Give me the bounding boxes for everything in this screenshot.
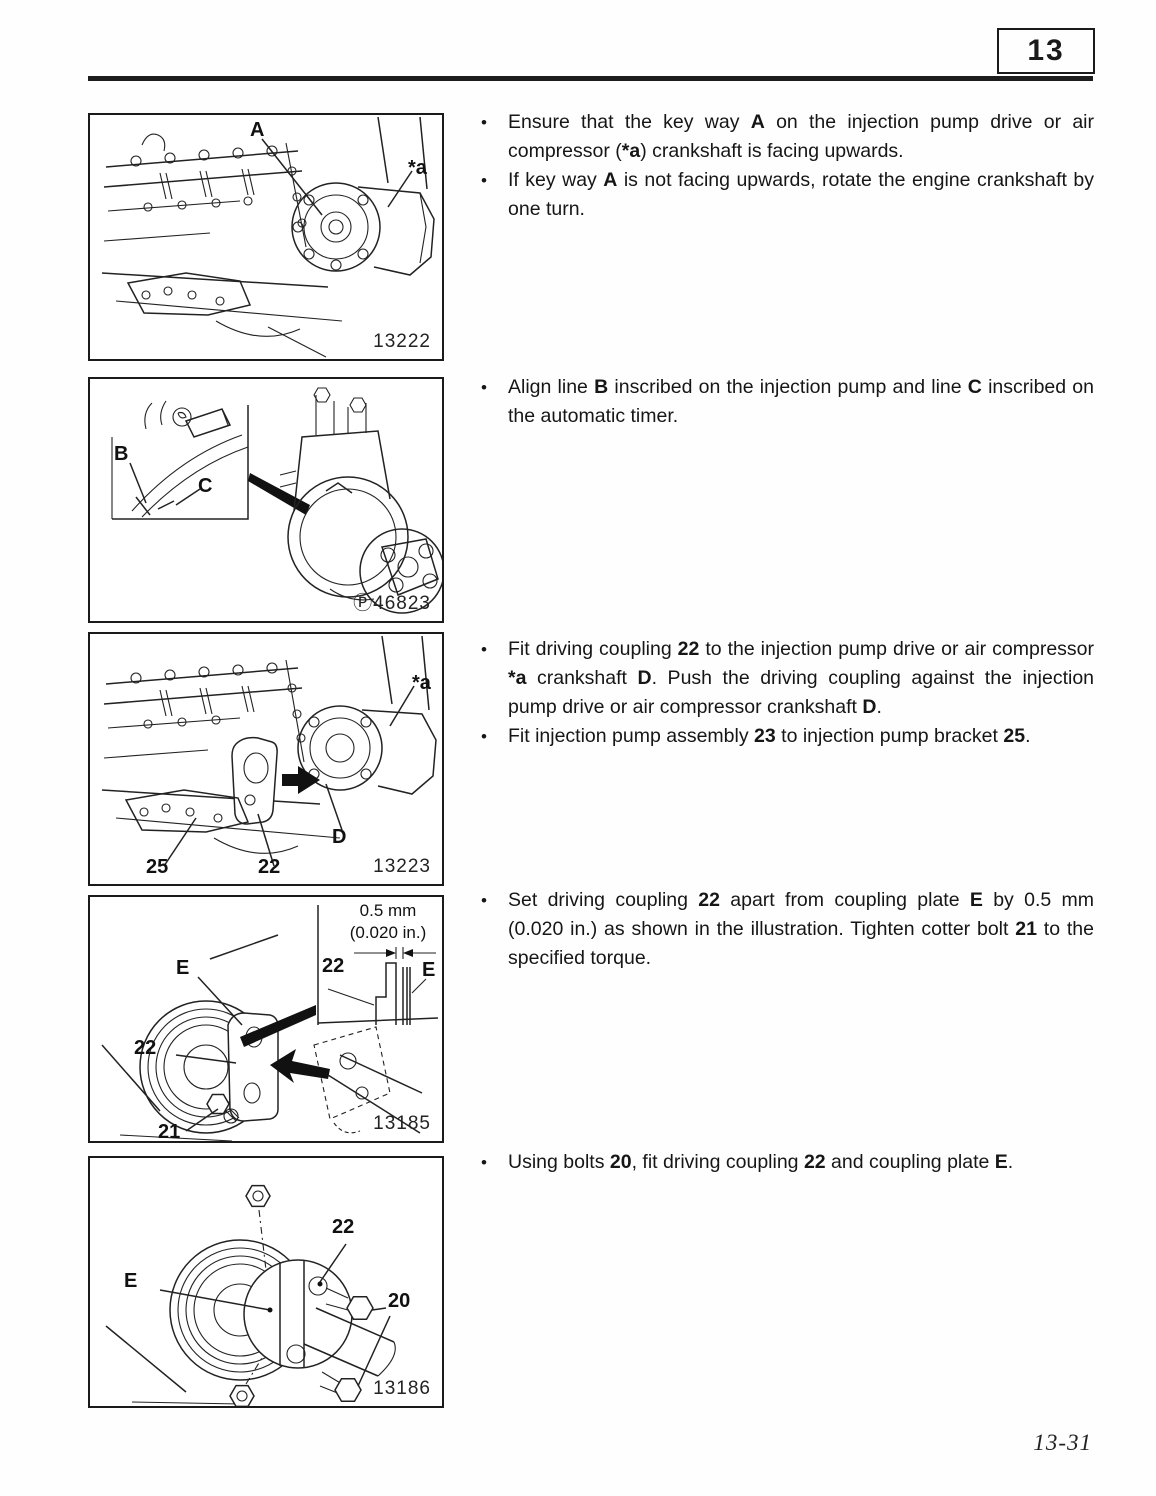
page-number: 13-31	[1033, 1430, 1092, 1455]
bullet-text: Set driving coupling 22 apart from coupl…	[508, 889, 1094, 969]
instruction-block-keyway: • Ensure that the key way A on the inject…	[481, 108, 1094, 224]
figure-number: 13186	[373, 1378, 431, 1399]
bullet-item: • Fit injection pump assembly 23 to injec…	[481, 722, 1094, 751]
bullet-marker: •	[481, 727, 487, 746]
bullet-text: Fit injection pump assembly 23 to inject…	[508, 725, 1031, 747]
callout-25: 25	[146, 856, 169, 878]
callout-22: 22	[332, 1216, 355, 1238]
figure-box-13186: 22 E 20 13186	[88, 1156, 444, 1408]
driving-coupling-fit-illustration	[101, 635, 437, 867]
figure-box-46823: B C Ⓟ46823	[88, 377, 444, 623]
figure-number: 13185	[373, 1113, 431, 1134]
coupling-bolts-illustration	[105, 1184, 396, 1406]
callout-gap-mm: 0.5 mm	[359, 901, 417, 920]
callout-E: E	[124, 1270, 138, 1292]
engine-keyway-illustration	[101, 116, 435, 358]
bullet-item: • Using bolts 20, fit driving coupling 22…	[481, 1148, 1094, 1177]
bullet-item: • Fit driving coupling 22 to the injectio…	[481, 635, 1094, 722]
callout-E: E	[176, 957, 190, 979]
callout-B: B	[114, 443, 129, 465]
instruction-block-bolts: • Using bolts 20, fit driving coupling 22…	[481, 1148, 1094, 1177]
callout-C: C	[198, 475, 213, 497]
chapter-tab: 13	[997, 28, 1095, 74]
bullet-item: • Align line B inscribed on the injection…	[481, 373, 1094, 431]
callout-star-a: *a	[408, 157, 427, 179]
figure-box-13223: *a D 25 22 13223	[88, 632, 444, 886]
figure-box-13222: A *a 13222	[88, 113, 444, 361]
callout-E-inset: E	[422, 959, 436, 981]
bullet-marker: •	[481, 1153, 487, 1172]
timer-line-alignment-illustration	[111, 387, 442, 614]
figure-number: Ⓟ46823	[353, 593, 431, 614]
figure-number: 13222	[373, 331, 431, 352]
bullet-item: • Set driving coupling 22 apart from coup…	[481, 886, 1094, 973]
bullet-item: • If key way A is not facing upwards, rot…	[481, 166, 1094, 224]
callout-22: 22	[134, 1037, 157, 1059]
callout-gap-in: (0.020 in.)	[349, 923, 427, 942]
chapter-number: 13	[1027, 34, 1065, 67]
bullet-marker: •	[481, 171, 487, 190]
figure-number: 13223	[373, 856, 431, 877]
bullet-text: Align line B inscribed on the injection …	[508, 376, 1094, 427]
header-rule	[88, 76, 1093, 81]
callout-21: 21	[158, 1121, 181, 1143]
callout-star-a: *a	[412, 672, 431, 694]
callout-22-inset: 22	[322, 955, 345, 977]
bullet-text: Fit driving coupling 22 to the injection…	[508, 638, 1095, 718]
callout-20: 20	[388, 1290, 411, 1312]
bullet-marker: •	[481, 378, 487, 397]
bullet-marker: •	[481, 640, 487, 659]
figure-box-13185: 0.5 mm (0.020 in.) 22 E E 22 21 13185	[88, 895, 444, 1143]
instruction-block-align: • Align line B inscribed on the injection…	[481, 373, 1094, 431]
bullet-item: • Ensure that the key way A on the inject…	[481, 108, 1094, 166]
coupling-gap-illustration	[101, 905, 439, 1141]
callout-22: 22	[258, 856, 281, 878]
bullet-text: Using bolts 20, fit driving coupling 22 …	[508, 1151, 1014, 1173]
callout-D: D	[332, 826, 347, 848]
bullet-text: If key way A is not facing upwards, rota…	[508, 169, 1094, 220]
bullet-marker: •	[481, 891, 487, 910]
instruction-block-coupling: • Fit driving coupling 22 to the injectio…	[481, 635, 1094, 751]
bullet-text: Ensure that the key way A on the injecti…	[508, 111, 1094, 162]
callout-A: A	[250, 119, 265, 141]
instruction-block-gap: • Set driving coupling 22 apart from coup…	[481, 886, 1094, 973]
bullet-marker: •	[481, 113, 487, 132]
